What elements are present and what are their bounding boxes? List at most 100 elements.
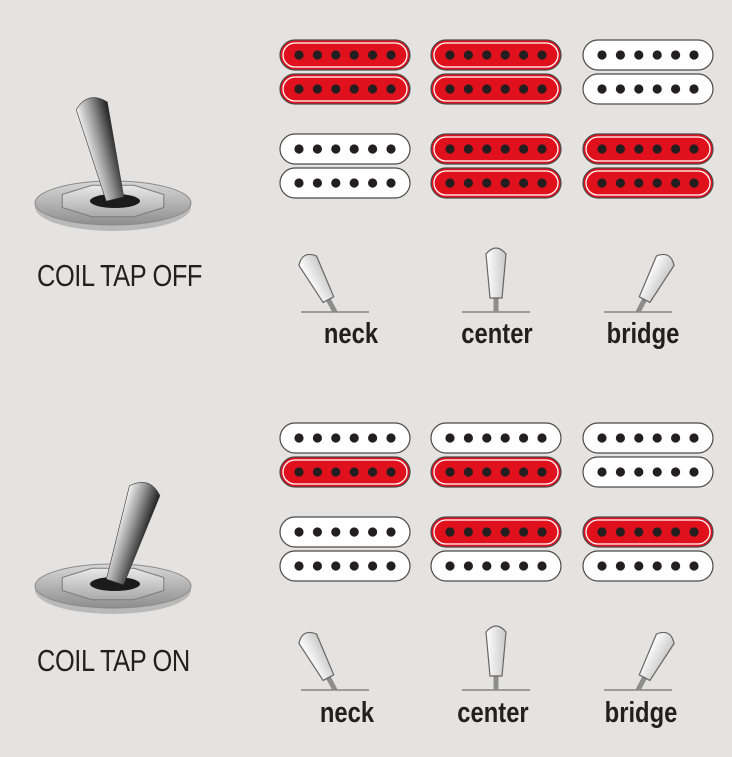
pole-piece	[331, 144, 341, 154]
coil-inner-outline	[433, 76, 559, 102]
selector-tip	[298, 631, 335, 682]
pole-piece	[294, 467, 304, 477]
pole-piece	[312, 467, 322, 477]
selector-tip	[485, 247, 507, 299]
selector-tip	[638, 253, 675, 304]
pole-piece	[634, 84, 644, 94]
coil-red	[430, 167, 562, 199]
pole-piece	[671, 467, 681, 477]
pickup-column-center	[430, 422, 562, 691]
pole-piece	[349, 144, 359, 154]
coil-inner-outline	[282, 459, 408, 485]
pole-piece	[615, 178, 626, 188]
position-label-bridge: bridge	[606, 318, 680, 350]
pole-piece	[386, 561, 396, 571]
coil-white	[582, 39, 714, 71]
selector-lever-icon	[298, 631, 338, 692]
pole-piece	[615, 467, 626, 477]
pole-piece	[331, 50, 341, 60]
pole-piece	[537, 178, 547, 188]
pole-piece	[445, 467, 455, 477]
toggle-lever-body	[75, 97, 125, 202]
pole-piece	[671, 527, 681, 537]
selector-shaft	[635, 298, 647, 314]
selector-lever-icon	[298, 253, 338, 314]
humbucker-pickup-icon	[279, 422, 411, 488]
selector-shaft	[493, 676, 499, 690]
humbucker-pickup-icon	[430, 39, 562, 105]
pole-piece	[652, 178, 662, 188]
pole-piece	[500, 144, 510, 154]
humbucker-pickup-icon	[279, 516, 411, 582]
coil-white	[279, 516, 411, 548]
selector-lever-icon	[485, 625, 507, 690]
pole-piece	[482, 467, 492, 477]
pole-piece	[445, 178, 455, 188]
coil-white	[582, 73, 714, 105]
pole-piece	[368, 84, 378, 94]
pole-piece	[689, 561, 699, 571]
coil-tap-off-label: COIL TAP OFF	[37, 258, 203, 293]
coil-red	[582, 133, 714, 165]
pole-piece	[519, 84, 529, 94]
pole-piece	[445, 84, 455, 94]
pole-piece	[689, 527, 699, 537]
pole-piece	[463, 84, 473, 94]
pole-piece	[671, 561, 681, 571]
pole-piece	[597, 433, 607, 443]
pole-piece	[294, 433, 304, 443]
coil-red	[430, 73, 562, 105]
pole-piece	[482, 561, 492, 571]
pole-piece	[537, 433, 547, 443]
pole-piece	[519, 144, 529, 154]
coil-inner-outline	[585, 519, 711, 545]
coil-white	[582, 550, 714, 582]
pole-piece	[386, 433, 396, 443]
pole-piece	[349, 561, 359, 571]
pole-piece	[463, 144, 473, 154]
pole-piece	[294, 84, 304, 94]
humbucker-pickup-icon	[582, 39, 714, 105]
pole-piece	[634, 433, 644, 443]
pole-piece	[597, 527, 607, 537]
position-label-center: center	[461, 318, 533, 350]
pole-piece	[349, 178, 359, 188]
selector-lever-icon	[635, 631, 675, 692]
toggle-hole	[90, 577, 140, 591]
pole-piece	[368, 433, 378, 443]
pole-piece	[615, 527, 626, 537]
selector-tip	[485, 625, 507, 677]
pole-piece	[500, 433, 510, 443]
pole-piece	[500, 50, 510, 60]
coil-white	[279, 167, 411, 199]
pole-piece	[652, 84, 662, 94]
humbucker-pickup-icon	[430, 133, 562, 199]
pole-piece	[445, 50, 455, 60]
pole-piece	[519, 178, 529, 188]
pole-piece	[500, 178, 510, 188]
humbucker-pickup-icon	[430, 516, 562, 582]
coil-white	[582, 422, 714, 454]
pole-piece	[652, 433, 662, 443]
pole-piece	[331, 467, 341, 477]
coil-white	[279, 550, 411, 582]
selector-tip	[298, 253, 335, 304]
pole-piece	[312, 433, 322, 443]
coil-inner-outline	[433, 42, 559, 68]
pole-piece	[312, 561, 322, 571]
coil-inner-outline	[585, 170, 711, 196]
pole-piece	[689, 144, 699, 154]
pole-piece	[519, 433, 529, 443]
pole-piece	[500, 561, 510, 571]
pole-piece	[368, 467, 378, 477]
pole-piece	[615, 144, 626, 154]
coil-white	[430, 550, 562, 582]
pole-piece	[349, 527, 359, 537]
pickup-column-bridge	[582, 422, 714, 692]
switch-panel	[34, 39, 714, 314]
toggle-lever	[75, 97, 125, 202]
selector-shaft	[635, 676, 647, 692]
pole-piece	[349, 433, 359, 443]
